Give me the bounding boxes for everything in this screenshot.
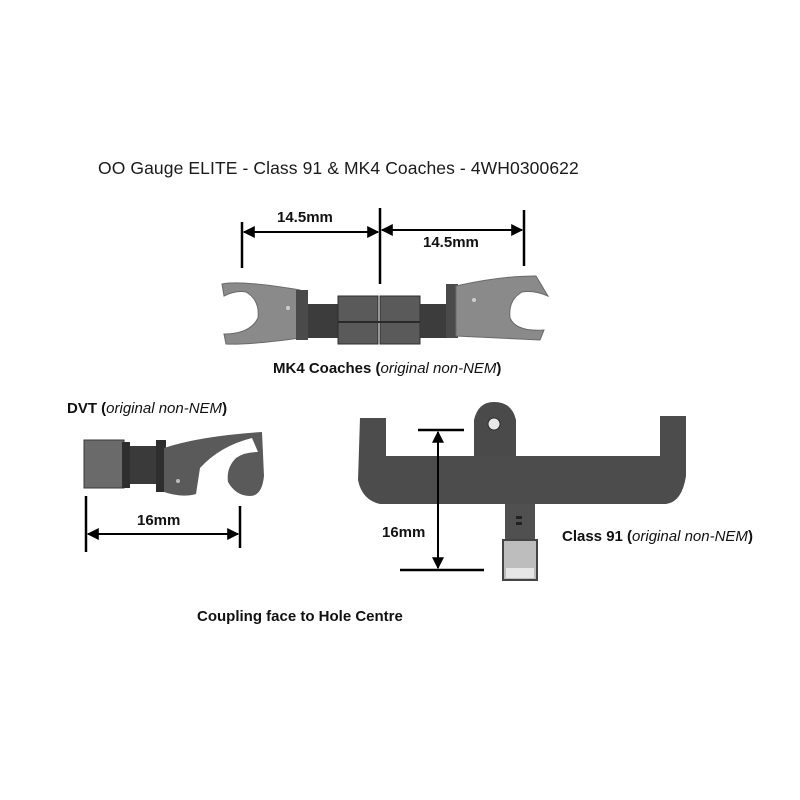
class91-dimension-lines (400, 428, 484, 572)
dvt-caption: DVT (original non-NEM) (67, 400, 228, 417)
dvt-coupling-part (83, 432, 264, 496)
footer-note: Coupling face to Hole Centre (197, 608, 403, 625)
class91-coupling-part (358, 402, 686, 581)
mk4-dimension-lines (240, 208, 526, 284)
dvt-dimension-lines (84, 496, 242, 552)
mk4-right-dimension-label: 14.5mm (423, 234, 479, 251)
page-title: OO Gauge ELITE - Class 91 & MK4 Coaches … (98, 158, 579, 178)
class91-caption: Class 91 (original non-NEM) (562, 528, 753, 545)
mk4-left-dimension-label: 14.5mm (277, 209, 333, 226)
dvt-dimension-label: 16mm (137, 512, 181, 529)
class91-dimension-label: 16mm (382, 524, 426, 541)
mk4-caption: MK4 Coaches (original non-NEM) (273, 360, 502, 377)
mk4-coupling-part (221, 275, 550, 345)
